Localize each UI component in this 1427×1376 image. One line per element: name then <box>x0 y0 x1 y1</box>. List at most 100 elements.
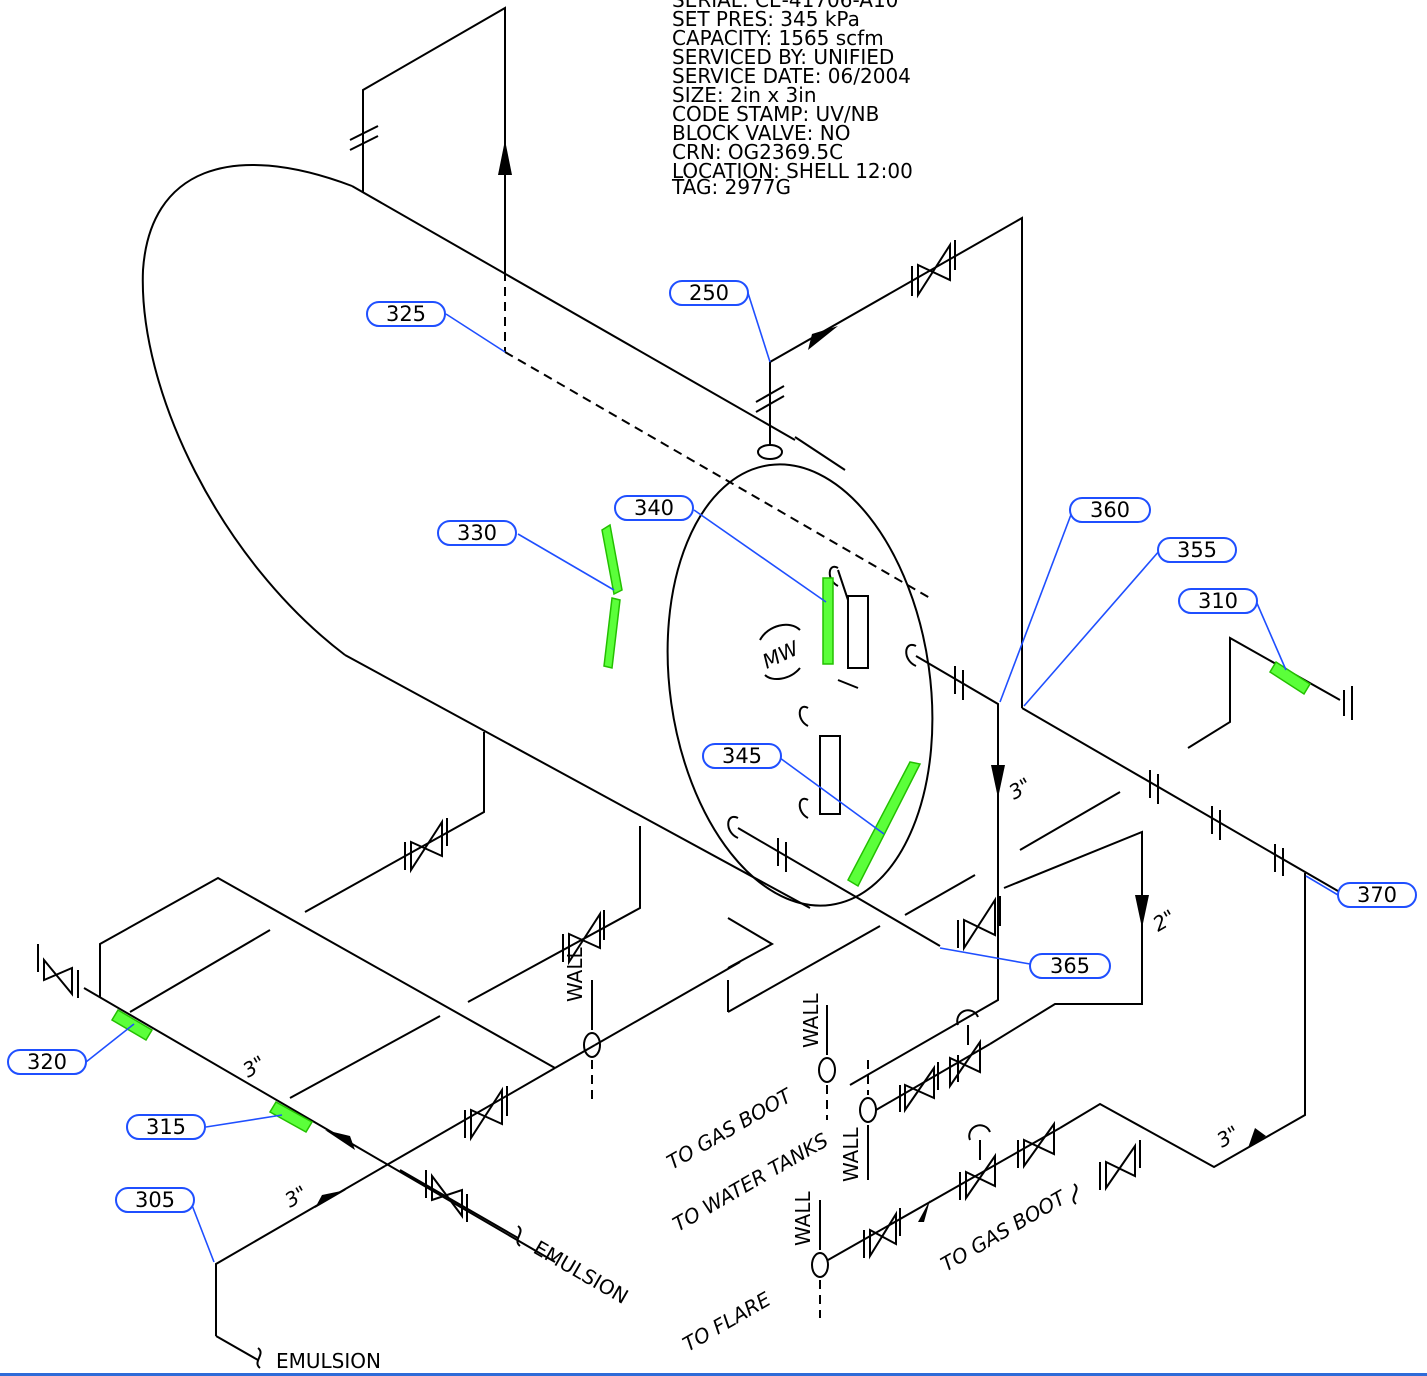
vessel-shell-top <box>351 185 796 441</box>
wall-penetration <box>583 980 601 1100</box>
nozzle-stub <box>905 643 917 667</box>
flow-arrow <box>918 1200 930 1222</box>
nozzle-line <box>837 679 859 689</box>
inspection-band <box>822 577 834 665</box>
nameplate-line: LOCATION: SHELL 12:00 <box>672 159 913 183</box>
callout-305[interactable]: 305 <box>115 1187 195 1213</box>
inspection-locations <box>110 523 1312 1134</box>
emulsion-label: EMULSION <box>530 1236 633 1309</box>
flow-arrow <box>325 1130 355 1150</box>
pipe-relief-outlet <box>769 216 1023 708</box>
gate-valve <box>404 818 448 874</box>
wall-label: WALL <box>799 992 823 1048</box>
pipe-emulsion <box>399 1169 519 1239</box>
callout-number: 310 <box>1198 589 1238 613</box>
nameplate-line: SIZE: 2in x 3in <box>672 83 817 107</box>
nameplate-line: CAPACITY: 1565 scfm <box>672 26 884 50</box>
pipe-break-symbol <box>256 1347 262 1369</box>
pipe-to-flare <box>827 1127 1061 1261</box>
callout-number: 365 <box>1050 954 1090 978</box>
gate-valve <box>1099 1140 1141 1192</box>
flange-mark <box>349 135 379 151</box>
callout-340[interactable]: 340 <box>614 495 694 521</box>
callout-number: 250 <box>689 281 729 305</box>
callout-number: 315 <box>146 1115 186 1139</box>
callout-315[interactable]: 315 <box>126 1114 206 1140</box>
pipe-break-symbol <box>516 1225 522 1247</box>
wall-penetration <box>818 1005 836 1120</box>
flange-mark <box>349 125 379 141</box>
gate-valve <box>957 896 1001 952</box>
callout-360[interactable]: 360 <box>1069 497 1151 523</box>
drawing-border <box>0 1373 1427 1376</box>
callout-number: 340 <box>634 496 674 520</box>
pipe-water-outlet <box>849 655 999 1086</box>
pipe-emulsion-inlet <box>215 1335 259 1361</box>
inspection-band <box>847 761 922 888</box>
flange-mark <box>755 395 785 413</box>
callout-number: 345 <box>722 744 762 768</box>
nozzle-stub <box>828 565 839 587</box>
pipe-branch <box>1187 636 1341 749</box>
callout-330[interactable]: 330 <box>437 520 517 546</box>
wall-label: WALL <box>839 1126 863 1182</box>
destination-label: TO GAS BOOT <box>937 1185 1072 1277</box>
gate-valve <box>911 240 956 299</box>
callout-number: 360 <box>1090 498 1130 522</box>
piping <box>37 6 1353 1369</box>
callout-310[interactable]: 310 <box>1178 588 1258 614</box>
nameplate-line: SERVICED BY: UNIFIED <box>672 45 894 69</box>
relief-valve-nameplate: SERIAL: CE-41706-A10 SET PRES: 345 kPa C… <box>671 0 913 199</box>
nozzle-stub <box>727 815 739 839</box>
callout-320[interactable]: 320 <box>7 1049 87 1075</box>
wall-penetration <box>811 1200 829 1318</box>
callout-leaders <box>85 292 1339 1263</box>
nameplate-line: CRN: OG2369.5C <box>672 140 843 164</box>
manway-arc <box>764 667 801 681</box>
inspection-band <box>601 523 623 596</box>
nozzle-stub <box>798 705 809 727</box>
top-nozzle <box>757 444 783 460</box>
destination-label: TO FLARE <box>679 1287 775 1357</box>
pipe-size-label: 3" <box>239 1051 270 1083</box>
inspection-band <box>603 597 621 669</box>
nameplate-line: SERVICE DATE: 06/2004 <box>672 64 911 88</box>
pipe-header-3in <box>83 987 556 1263</box>
pipe-branch <box>467 826 641 1003</box>
flow-arrow <box>991 765 1005 798</box>
gate-valve <box>464 1086 508 1142</box>
wall-label: WALL <box>791 1190 815 1246</box>
pipe-2in <box>989 830 1143 1045</box>
flow-arrow <box>1135 895 1149 928</box>
callout-325[interactable]: 325 <box>366 301 446 327</box>
nameplate-line: CODE STAMP: UV/NB <box>672 102 879 126</box>
emulsion-label: EMULSION <box>276 1349 381 1373</box>
callout-number: 320 <box>27 1050 67 1074</box>
wall-label: WALL <box>563 946 587 1002</box>
callout-355[interactable]: 355 <box>1157 537 1237 563</box>
callout-250[interactable]: 250 <box>669 280 749 306</box>
callout-370[interactable]: 370 <box>1337 882 1417 908</box>
nozzle-stub <box>798 797 809 819</box>
callout-number: 325 <box>386 302 426 326</box>
pipe-elbow <box>727 917 775 969</box>
pipe-to-gas-boot <box>1059 873 1306 1169</box>
pipe-loop <box>99 876 556 1069</box>
gate-valve <box>425 1170 468 1222</box>
nameplate-line: BLOCK VALVE: NO <box>672 121 850 145</box>
pipe-size-label: 2" <box>1149 905 1180 937</box>
flange-mark <box>755 385 785 403</box>
gate-valve <box>37 944 79 998</box>
gate-valve <box>562 910 605 966</box>
callout-number: 305 <box>135 1188 175 1212</box>
nozzle-flange <box>847 595 869 669</box>
pipe-segment <box>554 1044 596 1069</box>
callout-365[interactable]: 365 <box>1029 953 1111 979</box>
control-valve <box>899 1009 981 1114</box>
pipe-segment <box>594 961 741 1046</box>
manway-arc <box>759 623 801 641</box>
callout-345[interactable]: 345 <box>702 743 782 769</box>
nameplate-line: TAG: 2977G <box>671 175 791 199</box>
pipe-size-label: 3" <box>281 1181 312 1213</box>
